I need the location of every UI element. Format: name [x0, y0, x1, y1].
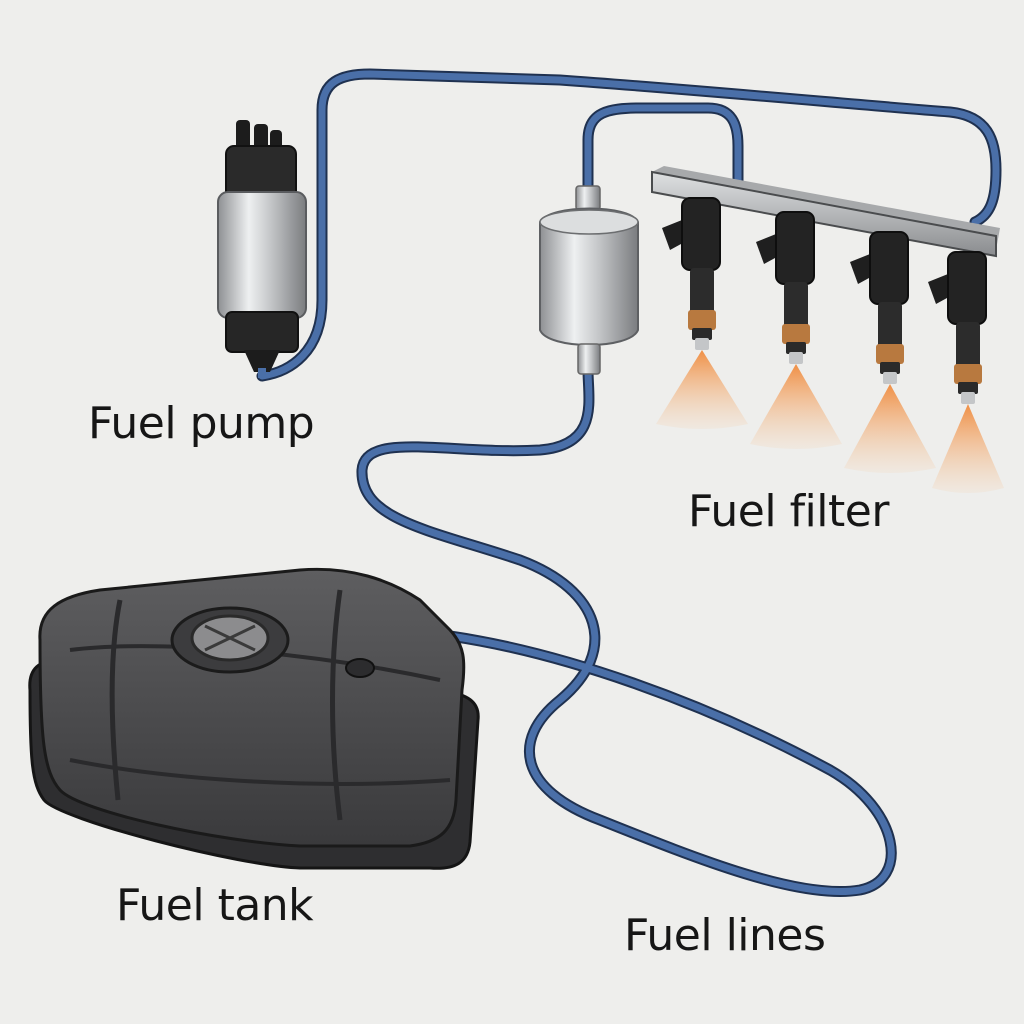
fuel-spray	[750, 364, 842, 449]
label-fuel-tank: Fuel tank	[116, 880, 314, 931]
fuel-filter	[539, 185, 639, 375]
injector-3	[844, 231, 936, 473]
fuel-pump	[217, 120, 307, 378]
label-fuel-filter: Fuel filter	[688, 486, 889, 537]
fuel-spray	[844, 384, 936, 473]
fuel-lines	[256, 68, 1002, 898]
injector-2	[750, 211, 842, 449]
label-fuel-pump: Fuel pump	[88, 398, 315, 449]
fuel-rail	[651, 166, 1000, 258]
fuel-injectors	[656, 197, 1004, 493]
fuel-spray	[656, 350, 748, 429]
label-fuel-lines: Fuel lines	[624, 910, 826, 961]
injector-1	[656, 197, 748, 429]
injector-4	[928, 251, 1004, 493]
fuel-tank	[28, 567, 480, 870]
fuel-cap	[170, 606, 290, 674]
tank-outlet-fitting	[345, 658, 375, 678]
fuel-spray	[932, 404, 1004, 493]
